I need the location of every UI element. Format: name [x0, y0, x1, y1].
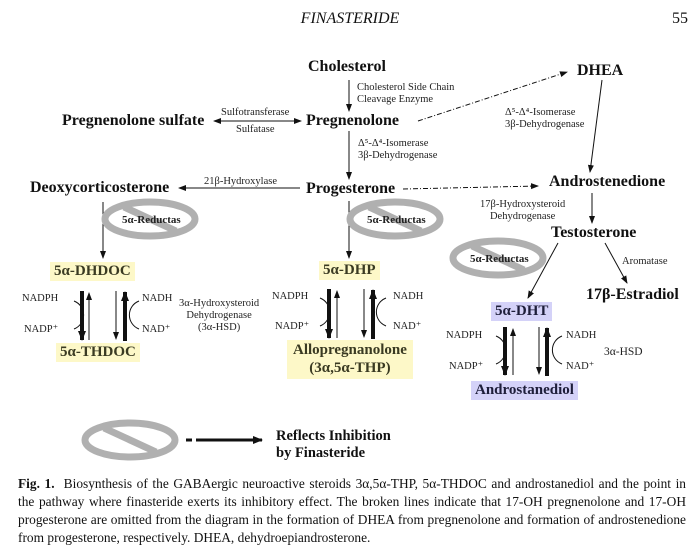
enzyme-aromatase: Aromatase [622, 256, 668, 267]
enzyme-3a-hsd-line2: Dehydrogenase [186, 310, 252, 321]
legend-inhibitor-sign [85, 423, 175, 457]
node-5a-thdoc: 5α-THDOC [56, 343, 140, 362]
enzyme-3a-hsd-line1: 3α-Hydroxysteroid [179, 298, 260, 309]
enzyme-isomerase-2: Δ⁵-Δ⁴-Isomerase 3β-Dehydrogenase [505, 107, 584, 131]
cofactor-nad: NAD⁺ [566, 361, 595, 372]
allopregnanolone-name: Allopregnanolone [293, 342, 407, 358]
cofactor-nadph: NADPH [22, 293, 59, 304]
reaction-arrows-doc [73, 291, 140, 341]
enzyme-isomerase-2-line2: 3β-Dehydrogenase [505, 119, 585, 130]
arrow-testosterone-dht [527, 242, 559, 299]
svg-text:5α-Reductas: 5α-Reductas [470, 253, 529, 265]
pathway-arrows: 5α-Reductas 5α-Reductas 5α-Reductas [73, 71, 628, 470]
arrow-progesterone-androstenedione [402, 183, 539, 190]
caption-label: Fig. 1. [18, 476, 55, 491]
node-progesterone: Progesterone [306, 180, 396, 197]
node-deoxycorticosterone: Deoxycorticosterone [30, 179, 170, 196]
enzyme-17b-hsd-line2: Dehydrogenase [489, 211, 556, 222]
enzyme-scc: Cholesterol Side Chain Cleavage Enzyme [357, 82, 454, 106]
cofactor-nadh: NADH [393, 291, 424, 302]
cofactor-nad: NAD⁺ [393, 321, 422, 332]
node-dhea: DHEA [577, 62, 624, 79]
cofactor-nadh: NADH [566, 330, 597, 341]
cofactor-nadp: NADP⁺ [24, 324, 59, 335]
enzyme-3a-hsd: 3α-Hydroxysteroid Dehydrogenase (3α-HSD) [179, 298, 259, 334]
cofactor-nadph: NADPH [446, 330, 483, 341]
cofactor-nadph: NADPH [272, 291, 309, 302]
reaction-arrows-dhp [319, 289, 387, 339]
enzyme-3a-hsd-short: 3α-HSD [604, 346, 643, 358]
enzyme-scc-line2: Cleavage Enzyme [357, 94, 434, 105]
node-cholesterol: Cholesterol [308, 58, 386, 75]
arrow-testosterone-estradiol [604, 242, 628, 284]
svg-text:5α-Reductas: 5α-Reductas [367, 214, 426, 226]
node-testosterone: Testosterone [551, 224, 637, 241]
enzyme-isomerase-1-line1: Δ⁵-Δ⁴-Isomerase [358, 138, 429, 149]
enzyme-sulfatase: Sulfatase [236, 124, 275, 135]
svg-text:5α-Reductas: 5α-Reductas [122, 214, 181, 226]
node-5a-dhdoc: 5α-DHDOC [50, 262, 135, 281]
enzyme-17b-hsd-line1: 17β-Hydroxysteroid [480, 199, 566, 210]
cofactor-nadp: NADP⁺ [449, 361, 484, 372]
figure-caption: Fig. 1. Biosynthesis of the GABAergic ne… [18, 475, 686, 547]
legend-line1: Reflects Inhibition [276, 428, 391, 444]
inhibitor-sign-3: 5α-Reductas [453, 241, 543, 275]
node-estradiol: 17β-Estradiol [586, 286, 679, 303]
page-number: 55 [672, 10, 688, 27]
enzyme-17b-hsd: 17β-Hydroxysteroid Dehydrogenase [480, 199, 565, 223]
arrow-pregnenolone-dhea [417, 71, 568, 122]
node-pregnenolone-sulfate: Pregnenolone sulfate [62, 112, 205, 129]
reaction-arrows-dht [495, 327, 563, 376]
legend-line2: by Finasteride [276, 445, 366, 461]
allopregnanolone-abbrev: (3α,5α-THP) [309, 360, 391, 376]
cofactor-nad: NAD⁺ [142, 324, 171, 335]
enzyme-isomerase-2-line1: Δ⁵-Δ⁴-Isomerase [505, 107, 576, 118]
node-androstenedione: Androstenedione [549, 173, 666, 190]
running-header-title: FINASTERIDE [300, 10, 400, 27]
node-5a-dht: 5α-DHT [491, 302, 553, 321]
node-androstanediol: Androstanediol [471, 381, 578, 400]
enzyme-21b-hydroxylase: 21β-Hydroxylase [204, 176, 277, 187]
enzyme-3a-hsd-line3: (3α-HSD) [197, 322, 241, 333]
inhibitor-sign-2: 5α-Reductas [350, 202, 440, 236]
arrow-dhea-androstenedione [587, 79, 603, 173]
node-5a-dhp: 5α-DHP [319, 261, 380, 280]
enzyme-isomerase-1: Δ⁵-Δ⁴-Isomerase 3β-Dehydrogenase [358, 138, 437, 162]
legend-label: Reflects Inhibition by Finasteride [276, 428, 436, 462]
caption-text: Biosynthesis of the GABAergic neuroactiv… [18, 476, 686, 545]
cofactor-nadp: NADP⁺ [275, 321, 310, 332]
node-pregnenolone: Pregnenolone [306, 112, 400, 129]
node-allopregnanolone: Allopregnanolone (3α,5α-THP) [287, 340, 413, 379]
cofactor-nadh: NADH [142, 293, 173, 304]
enzyme-isomerase-1-line2: 3β-Dehydrogenase [358, 150, 438, 161]
enzyme-scc-line1: Cholesterol Side Chain [357, 82, 455, 93]
enzyme-sulfotransferase: Sulfotransferase [221, 107, 290, 118]
inhibitor-sign-1: 5α-Reductas [105, 202, 195, 236]
